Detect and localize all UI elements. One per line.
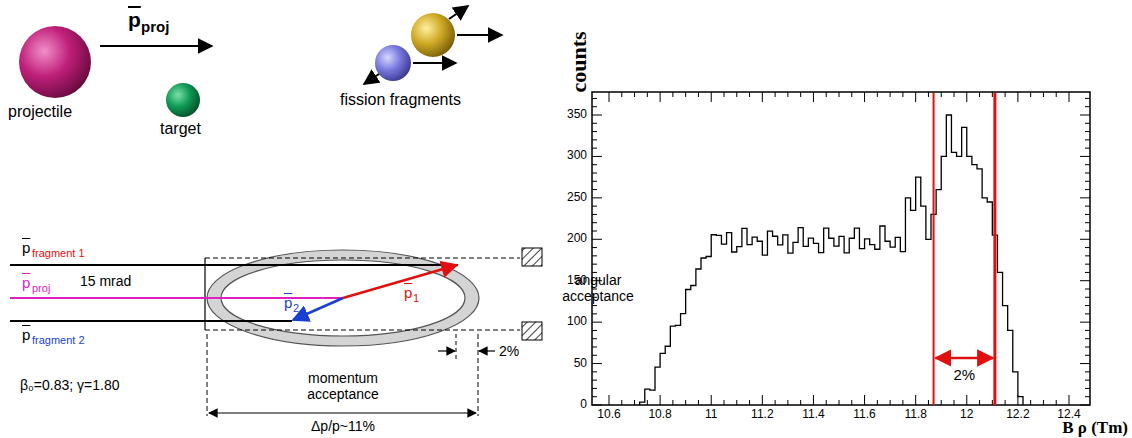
axis-title: counts — [566, 31, 591, 92]
axis-tick-label: 50 — [574, 357, 587, 371]
histogram — [640, 115, 1023, 405]
part-label: fission fragments — [340, 91, 461, 109]
part-label: target — [160, 120, 201, 138]
vector-symbol: p — [22, 274, 30, 291]
axis-tick-label: 350 — [567, 108, 587, 122]
dimension: 15 mrad — [80, 273, 131, 289]
subscript: proj — [32, 282, 50, 295]
vector-symbol: p — [22, 239, 30, 256]
subscript: 1 — [413, 292, 419, 305]
axis-tick-label: 10.8 — [648, 408, 671, 420]
axis-tick-label: 12.2 — [1006, 408, 1029, 420]
axis-tick-label: 11.8 — [904, 408, 926, 420]
vector-symbol: p — [128, 8, 141, 32]
acceptance-sketch — [10, 248, 542, 416]
subscript: fragment 1 — [32, 247, 85, 260]
cut-line — [993, 93, 996, 405]
axis-tick-label: 300 — [567, 150, 587, 164]
cut-line — [933, 93, 935, 405]
annotation: momentum acceptance — [293, 370, 393, 402]
plot-frame — [592, 92, 1090, 405]
part-label: projectile — [8, 103, 72, 121]
annotation: angular acceptance — [553, 272, 643, 304]
subscript: 2 — [293, 302, 299, 315]
axis-tick-label: 11.6 — [853, 408, 875, 420]
axis-tick-label: 200 — [567, 232, 587, 246]
histogram-chart — [592, 92, 1090, 405]
subscript: fragment 2 — [32, 334, 85, 347]
axis-tick-label: 100 — [567, 315, 587, 329]
axis-tick-label: 11 — [705, 408, 717, 420]
parameter-note: β₀=0.83; γ=1.80 — [20, 377, 120, 393]
dimension: Δp/p~11% — [311, 419, 375, 433]
width-arrow — [936, 357, 993, 360]
dimension: 2% — [499, 343, 519, 359]
vector-symbol: p — [22, 326, 30, 343]
axis-ticks — [592, 92, 1090, 405]
axis-title: B ρ (Tm) — [1062, 419, 1128, 436]
axis-tick-label: 250 — [567, 191, 587, 205]
collision-sketch — [19, 6, 502, 117]
dimension: 2% — [953, 366, 975, 383]
axis-tick-label: 0 — [580, 398, 587, 412]
axis-tick-label: 150 — [567, 274, 587, 288]
axis-tick-label: 10.6 — [597, 408, 620, 420]
vector-symbol: p — [404, 284, 412, 301]
vector-symbol: p — [284, 294, 292, 311]
axis-tick-label: 11.4 — [802, 408, 824, 420]
axis-tick-label: 12 — [960, 408, 973, 420]
subscript: proj — [141, 18, 169, 35]
axis-tick-label: 11.2 — [751, 408, 773, 420]
